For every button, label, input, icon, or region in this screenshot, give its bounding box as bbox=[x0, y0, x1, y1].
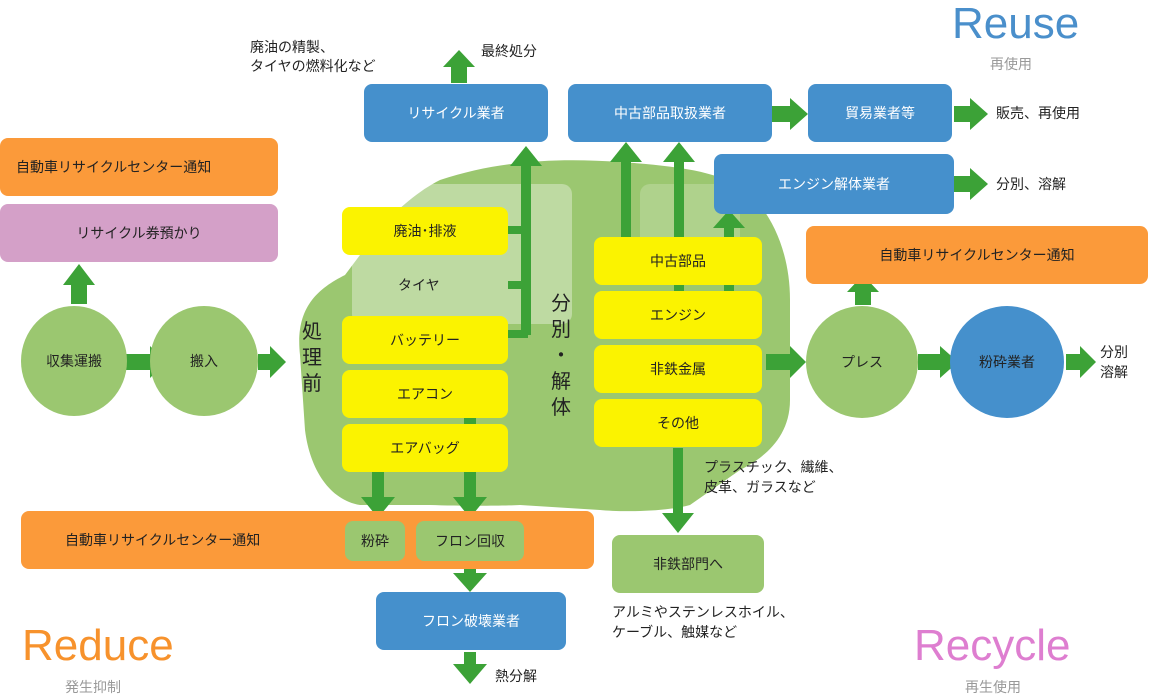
arrow-recycler-final bbox=[443, 50, 475, 83]
other-box: その他 bbox=[594, 399, 762, 447]
arrow-carry-process bbox=[258, 346, 286, 378]
shredder-circle: 粉砕業者 bbox=[950, 306, 1064, 418]
other-note-line2: 皮革、ガラスなど bbox=[704, 480, 816, 496]
recycler-box: リサイクル業者 bbox=[364, 84, 548, 142]
freon-destroyer-box: フロン破壊業者 bbox=[376, 592, 566, 650]
freon-recovery-box: フロン回収 bbox=[416, 521, 524, 561]
recycle-label: Recycle bbox=[914, 621, 1071, 670]
right-notice-box: 自動車リサイクルセンター通知 bbox=[806, 226, 1148, 284]
sales-reuse-label: 販売、再使用 bbox=[996, 106, 1080, 122]
airbag-box: エアバッグ bbox=[342, 424, 508, 472]
reduce-sublabel: 発生抑制 bbox=[65, 680, 121, 696]
waste-note-line2: タイヤの燃料化など bbox=[250, 59, 376, 75]
left-notice-box: 自動車リサイクルセンター通知 bbox=[0, 138, 278, 196]
recycle-ticket-box: リサイクル券預かり bbox=[0, 204, 278, 262]
nonferrous-note-line1: アルミやステンレスホイル、 bbox=[612, 605, 794, 621]
engine-dismantler-box: エンジン解体業者 bbox=[714, 154, 954, 214]
arrows bbox=[63, 50, 1096, 684]
recycle-sublabel: 再生使用 bbox=[965, 680, 1021, 696]
engine-box: エンジン bbox=[594, 291, 762, 339]
final-disposal-label: 最終処分 bbox=[481, 44, 537, 60]
nonferrous-note-line2: ケーブル、触媒など bbox=[612, 625, 738, 641]
arrow-collect-ticket bbox=[63, 264, 95, 304]
waste-note-line1: 廃油の精製、 bbox=[250, 40, 334, 56]
used-parts-dealer-box: 中古部品取扱業者 bbox=[568, 84, 772, 142]
sort-melt-label: 分別、溶解 bbox=[996, 177, 1066, 193]
battery-box: バッテリー bbox=[342, 316, 508, 364]
reduce-label: Reduce bbox=[22, 621, 174, 670]
trader-box: 貿易業者等 bbox=[808, 84, 952, 142]
press-circle: プレス bbox=[806, 306, 918, 418]
collect-circle: 収集運搬 bbox=[21, 306, 127, 416]
dismantle-heading: 分 別 ・ 解 体 bbox=[551, 291, 571, 419]
carry-in-circle: 搬入 bbox=[150, 306, 258, 416]
nonferrous-dept-box: 非鉄部門へ bbox=[612, 535, 764, 593]
reuse-sublabel: 再使用 bbox=[990, 57, 1032, 73]
thermal-label: 熱分解 bbox=[495, 669, 537, 685]
out-label-1: 分別 bbox=[1100, 345, 1128, 361]
reuse-label: Reuse bbox=[952, 0, 1080, 48]
pre-process-heading: 処 理 前 bbox=[302, 319, 322, 395]
used-parts-box: 中古部品 bbox=[594, 237, 762, 285]
nonferrous-box: 非鉄金属 bbox=[594, 345, 762, 393]
tire-label: タイヤ bbox=[398, 278, 440, 294]
aircon-box: エアコン bbox=[342, 370, 508, 418]
crush-box: 粉砕 bbox=[345, 521, 405, 561]
out-label-2: 溶解 bbox=[1100, 365, 1128, 381]
other-note-line1: プラスチック、繊維、 bbox=[704, 460, 843, 476]
waste-oil-box: 廃油･排液 bbox=[342, 207, 508, 255]
